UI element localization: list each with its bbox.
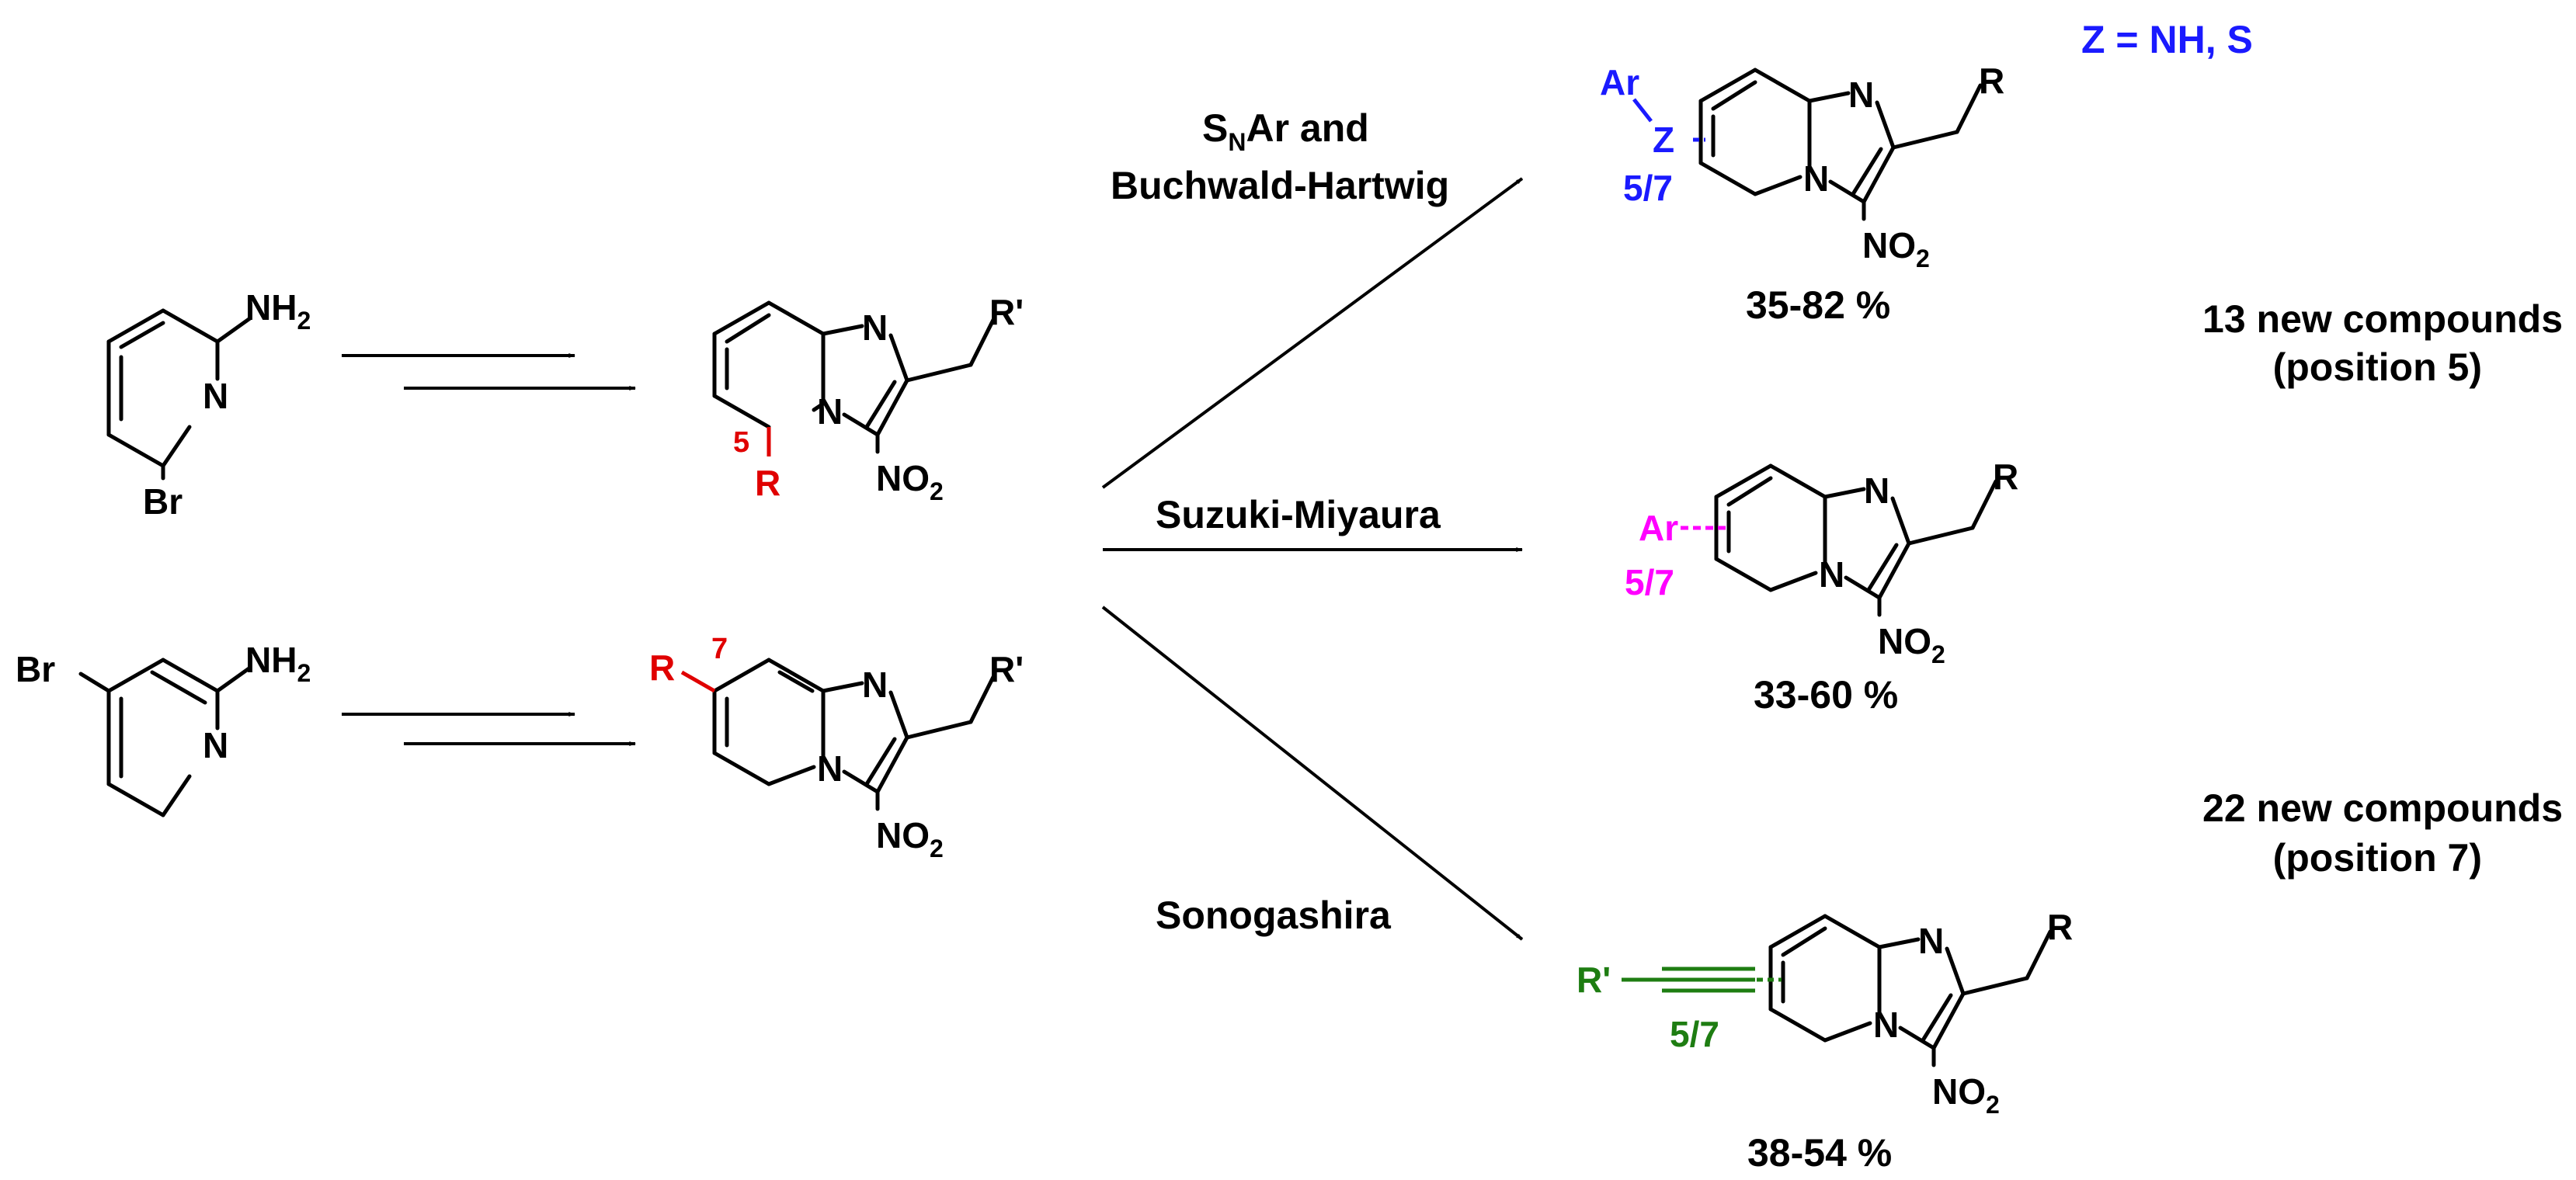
- substituent-bond-r: [680, 670, 716, 693]
- atom-no2: NO2: [876, 458, 944, 505]
- arrow-sonogashira: [1101, 606, 1524, 941]
- atom-n: N: [203, 376, 228, 416]
- position-label-5-7: 5/7: [1623, 168, 1673, 208]
- atom-no2: NO2: [1862, 225, 1930, 272]
- reaction-arrows: [1101, 177, 1524, 941]
- start-material-6-bromo: [106, 308, 252, 481]
- atom-n: N: [1918, 921, 1944, 961]
- atom-n-bridge: N: [1819, 554, 1844, 595]
- note-position-5: (position 5): [2273, 345, 2482, 389]
- start-material-4-bromo: [78, 658, 252, 817]
- reaction-label-snar: SNAr and: [1202, 106, 1369, 156]
- atom-br: Br: [16, 649, 55, 689]
- atom-r-prime: R': [989, 649, 1024, 689]
- atom-n-bridge: N: [1803, 158, 1829, 199]
- atom-nh2: NH2: [245, 640, 311, 687]
- atom-r: R: [2047, 907, 2073, 947]
- atom-no2: NO2: [876, 815, 944, 862]
- position-label-7: 7: [711, 633, 728, 665]
- multistep-arrows-bottom: [342, 711, 636, 747]
- atom-r: R: [1993, 456, 2018, 497]
- substituent-alkyne: [1622, 967, 1782, 993]
- note-position-5-count: 13 new compounds: [2202, 297, 2563, 341]
- product-sonogashira: [1768, 914, 2053, 1067]
- position-label-5: 5: [733, 426, 749, 459]
- reaction-label-suzuki: Suzuki-Miyaura: [1156, 493, 1441, 536]
- atom-z: Z: [1653, 120, 1674, 160]
- yield-amination: 35-82 %: [1746, 283, 1890, 327]
- note-position-7-count: 22 new compounds: [2202, 786, 2563, 830]
- arrow-amination: [1101, 177, 1524, 489]
- atom-r: R: [649, 647, 675, 688]
- yield-suzuki: 33-60 %: [1754, 673, 1898, 717]
- note-position-7: (position 7): [2273, 836, 2482, 880]
- atom-n: N: [203, 725, 228, 765]
- z-definition: Z = NH, S: [2081, 18, 2253, 61]
- atom-n: N: [1848, 75, 1874, 115]
- atom-br: Br: [143, 481, 183, 522]
- intermediate-7-substituted: [712, 658, 996, 811]
- atom-ar: Ar: [1639, 508, 1678, 548]
- substituent-arz: [1632, 98, 1705, 142]
- atom-n: N: [1864, 470, 1889, 511]
- atom-no2: NO2: [1932, 1071, 2000, 1119]
- position-label-5-7: 5/7: [1670, 1014, 1719, 1054]
- atom-r-prime: R': [989, 292, 1024, 332]
- product-amination: [1698, 68, 1983, 221]
- reaction-label-buchwald: Buchwald-Hartwig: [1111, 164, 1449, 207]
- atom-n-bridge: N: [1873, 1005, 1899, 1045]
- yield-sonogashira: 38-54 %: [1747, 1131, 1892, 1175]
- multistep-arrows-top: [342, 352, 636, 391]
- atom-r: R: [755, 463, 780, 503]
- atom-no2: NO2: [1878, 621, 1945, 668]
- atom-r-prime: R': [1577, 960, 1611, 1000]
- atom-n-bridge: N: [817, 748, 843, 789]
- atom-ar: Ar: [1600, 62, 1639, 102]
- reaction-label-sonogashira: Sonogashira: [1156, 894, 1392, 937]
- atom-r: R: [1979, 61, 2004, 101]
- atom-n: N: [862, 665, 888, 705]
- position-label-5-7: 5/7: [1625, 562, 1674, 602]
- product-suzuki: [1714, 463, 1998, 617]
- atom-n: N: [862, 307, 888, 348]
- intermediate-5-substituted: [712, 300, 996, 454]
- atom-nh2: NH2: [245, 287, 311, 335]
- atom-n-bridge: N: [817, 391, 843, 432]
